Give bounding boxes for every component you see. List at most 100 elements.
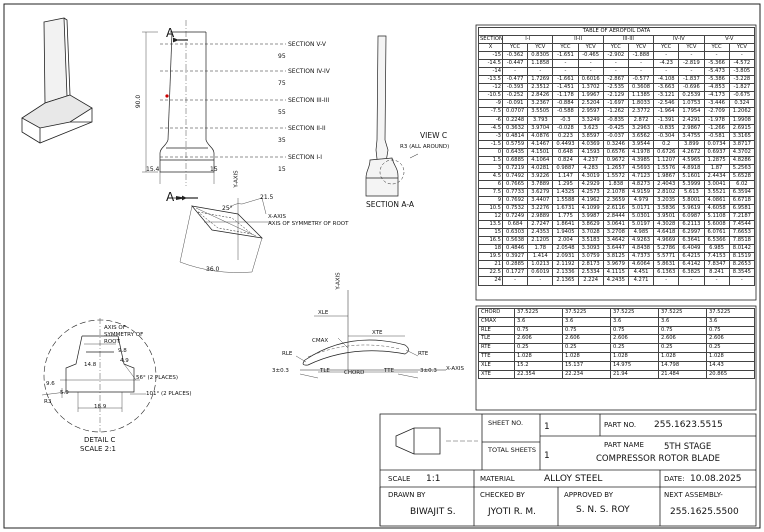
param-name-cell: CMAX [478,316,515,327]
table-cell: 3.5521 [703,187,730,197]
table-cell: 6.3825 [678,268,705,278]
table-cell: 3.623 [577,123,604,133]
x-cell: -9 [478,99,503,109]
profile-tte: TTE [384,368,395,374]
table-cell: 6.9581 [728,204,756,214]
table-cell: 3.8597 [577,131,604,141]
table-cell: 4.0281 [527,163,554,173]
table-cell: -0.577 [627,75,655,85]
table-cell: 4.3702 [728,147,756,157]
height-dim-55: 55 [278,109,286,116]
table-cell: 3.6447 [602,244,629,254]
param-value-cell: 14.975 [610,360,659,371]
table-cell: 5.6528 [728,171,756,181]
table-cell: -0.581 [703,131,730,141]
table-cell: -1.391 [653,115,680,125]
table-cell: 4.2435 [602,276,629,286]
section-label-5: SECTION V-V [288,41,327,48]
overall-height-dim: 90.0 [135,94,143,109]
table-cell: -2.535 [602,83,629,93]
table-cell: 3.9679 [602,260,629,270]
table-cell: 0.7492 [501,171,529,181]
param-value-cell: 1.028 [514,351,563,362]
table-cell: 2.8173 [577,260,604,270]
height-dim-35: 35 [278,137,286,144]
section-a-marker-bottom: A [166,190,175,204]
dim-21-5: 21.5 [260,194,274,201]
param-value-cell: 20.865 [706,369,755,380]
scale-value: 1:1 [426,474,441,484]
angle-25: 25° [222,205,233,212]
front-view [142,20,286,201]
table-cell: 6.4142 [678,260,705,270]
ycc-header: YCC [653,43,680,53]
table-cell: -2.902 [602,51,629,61]
table-cell: -3.228 [728,75,756,85]
table-cell: 6.0761 [703,228,730,238]
table-cell: 2.1192 [552,260,579,270]
table-cell: 5.6008 [703,220,730,230]
table-cell: 4.6418 [653,228,680,238]
table-cell: 3.6279 [527,187,554,197]
table-cell: 3.3249 [577,115,604,125]
param-value-cell: 14.43 [706,360,755,371]
table-cell: 6.4215 [678,252,705,262]
part-name-label: PART NAME [604,441,644,449]
x-cell: 3 [478,163,503,173]
table-cell: -1.697 [602,99,629,109]
table-cell: 2.8102 [653,187,680,197]
table-cell: 4.1467 [527,139,554,149]
table-cell: 5.1601 [678,171,705,181]
table-cell: 4.5965 [678,155,705,165]
height-dim-15: 15 [278,166,286,173]
table-cell: 0.6303 [501,228,529,238]
param-value-cell: 1.028 [562,351,611,362]
section-head-1: I-I [501,35,554,45]
table-cell: 4.8918 [678,163,705,173]
table-cell: 0.6937 [703,147,730,157]
table-cell: 2.3772 [627,107,655,117]
table-cell: 0.223 [552,131,579,141]
table-cell: 1.5576 [653,163,680,173]
param-value-cell: 37.5225 [658,308,707,318]
table-cell: 0.6435 [501,147,529,157]
table-cell: 4.1099 [577,204,604,214]
table-cell: 6.3641 [678,236,705,246]
section-aa-title: SECTION A-A [366,200,415,209]
table-cell: - [602,59,629,69]
table-cell: -1.178 [552,91,579,101]
table-cell: 6.1363 [653,268,680,278]
profile-cmax: CMAX [312,338,329,344]
table-cell: 2.8444 [602,212,629,222]
table-cell: 0.6576 [602,147,629,157]
table-cell: 0.2248 [501,115,529,125]
table-cell: 0.3632 [501,123,529,133]
table-cell: 1.3702 [577,83,604,93]
profile-x-axis: X-AXIS [446,366,465,372]
table-cell: 1.9867 [653,171,680,181]
x-cell: 12 [478,212,503,222]
table-cell: 5.1108 [703,212,730,222]
total-sheets-label: TOTAL SHEETS [488,446,537,454]
table-cell: 7.4153 [703,252,730,262]
table-cell: -0.696 [678,83,705,93]
x-cell: -15 [478,51,503,61]
x-cell: 9 [478,195,503,206]
table-cell: 3.5505 [527,107,554,117]
table-cell: 3.9704 [527,123,554,133]
table-cell: 5.8631 [653,260,680,270]
table-cell: 4.1593 [577,147,604,157]
ycv-header: YCV [678,43,705,53]
x-axis-label-plan: X-AXIS [268,214,287,220]
table-cell: -0.3 [552,115,579,125]
table-cell: -2.709 [703,107,730,117]
